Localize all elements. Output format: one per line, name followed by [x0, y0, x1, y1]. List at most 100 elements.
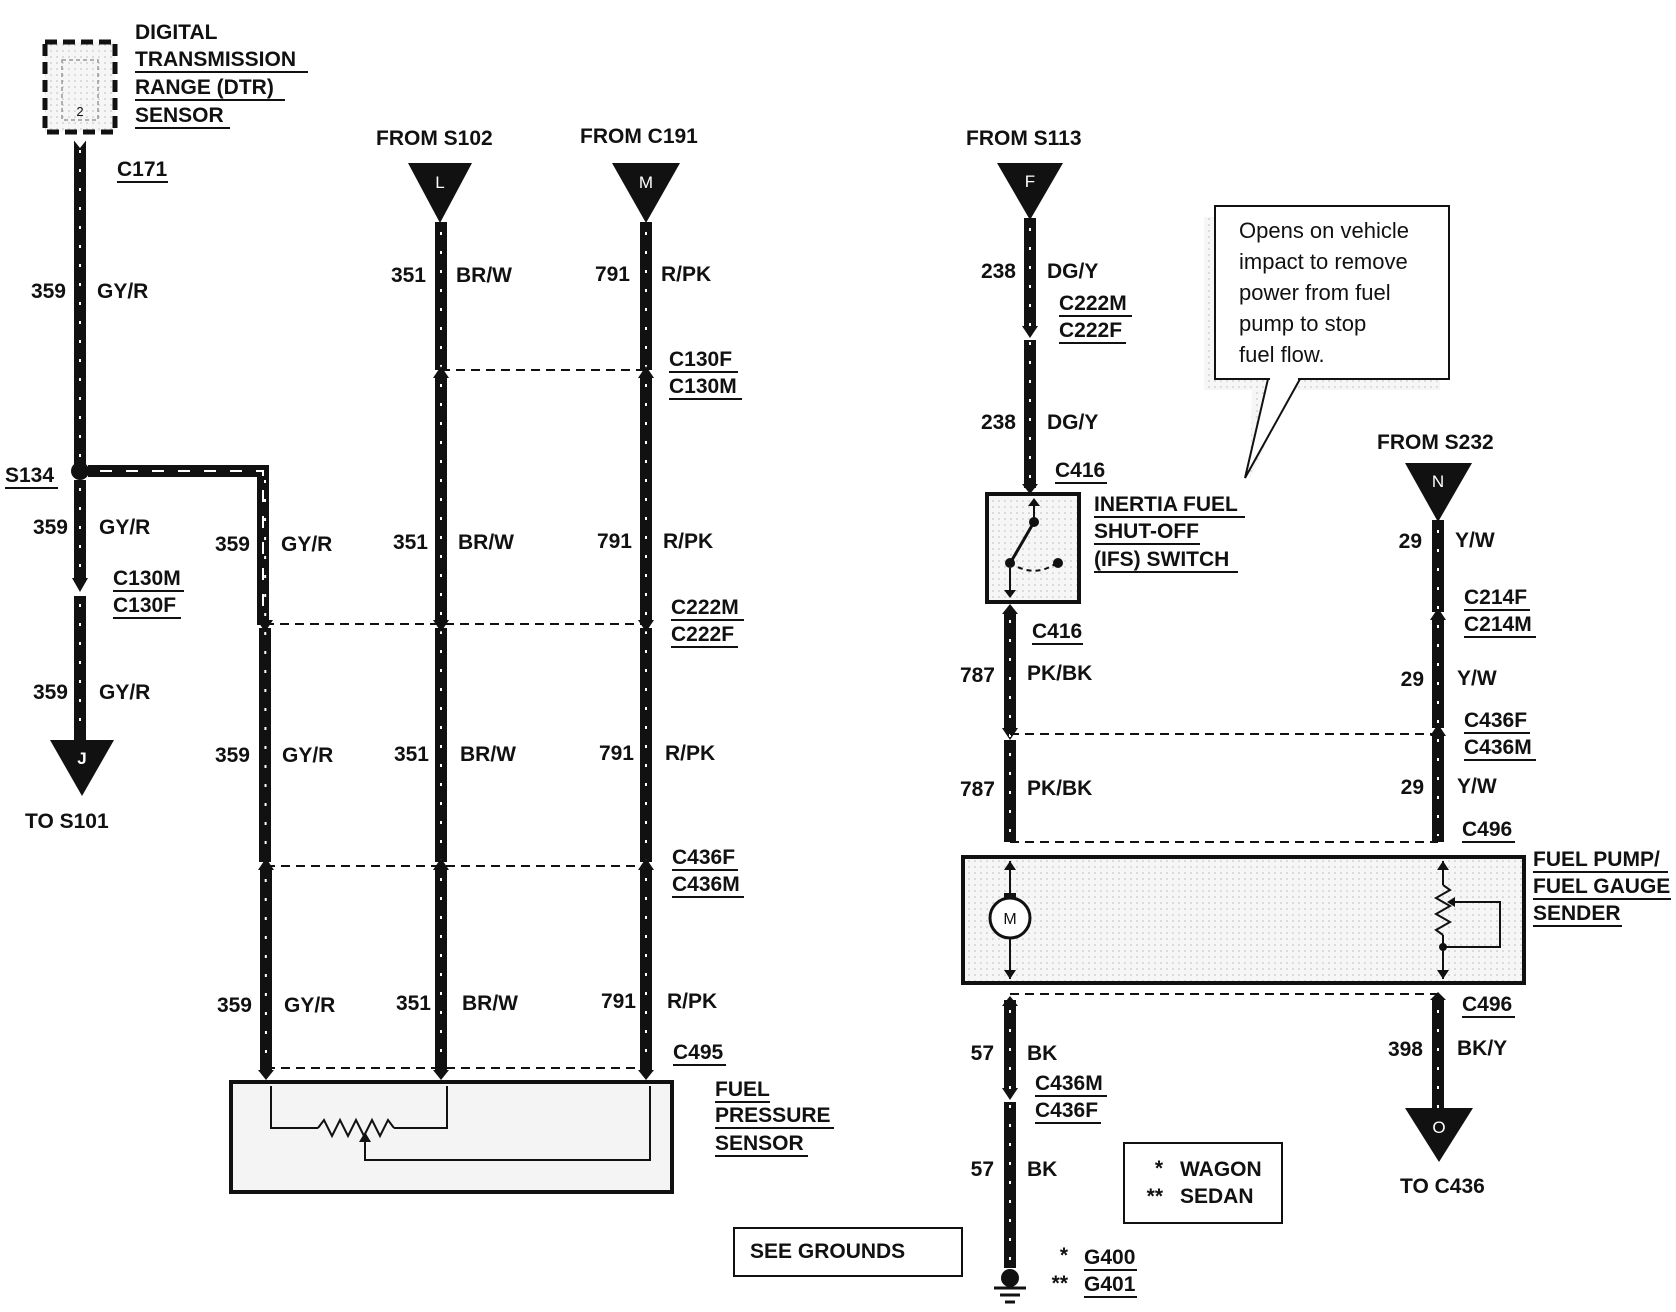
- from-s232-label: FROM S232: [1377, 431, 1494, 454]
- wire-dgy-label-1: DG/Y: [1047, 260, 1098, 283]
- wire-787-label-2: 787: [960, 778, 995, 801]
- circuit-359-down: [72, 480, 88, 740]
- ifs-label-line2: SHUT-OFF: [1094, 520, 1199, 543]
- connector-j-letter: J: [77, 749, 86, 768]
- to-s101-label: TO S101: [25, 810, 109, 833]
- ground-g401-star: **: [1052, 1272, 1069, 1295]
- wire-398-label: 398: [1388, 1038, 1423, 1061]
- pump-label-line2: FUEL GAUGE: [1533, 875, 1670, 898]
- ground-symbol: [994, 1269, 1026, 1304]
- c436f-label-c: C436F: [1035, 1099, 1098, 1122]
- fuel-pressure-sensor: [229, 1080, 674, 1194]
- wire-359-label-4: 359: [215, 533, 250, 556]
- wire-29-label-3: 29: [1401, 776, 1424, 799]
- see-grounds-label: SEE GROUNDS: [750, 1240, 905, 1263]
- wire-dgy-label-2: DG/Y: [1047, 411, 1098, 434]
- c214f-label: C214F: [1464, 586, 1527, 609]
- c436f-label-a: C436F: [672, 846, 735, 869]
- connector-m-arrow: [612, 163, 680, 223]
- wire-787-label-1: 787: [960, 664, 995, 687]
- wire-rpk-label-3: R/PK: [665, 742, 715, 765]
- fuel-pump-sender-label: FUEL PUMP/ FUEL GAUGE SENDER: [1533, 848, 1671, 927]
- connector-markers: [257, 366, 654, 1080]
- c130m-label-a: C130M: [113, 567, 181, 590]
- circuit-238: [1022, 218, 1038, 494]
- fuel-pressure-sensor-label: FUEL PRESSURE SENSOR: [715, 1078, 834, 1157]
- wire-brw-label-4: BR/W: [462, 992, 518, 1015]
- wire-359-label-6: 359: [217, 994, 252, 1017]
- from-c191-label: FROM C191: [580, 125, 698, 148]
- c130f-label-a: C130F: [113, 594, 176, 617]
- fuel-pump-sender: M: [961, 855, 1526, 985]
- wire-gyr-label-2: GY/R: [99, 516, 150, 539]
- circuit-359-sensor: [259, 479, 272, 1070]
- c436m-label-b: C436M: [1464, 736, 1532, 759]
- wire-gyr-label-5: GY/R: [282, 744, 333, 767]
- wire-yw-label-2: Y/W: [1457, 667, 1497, 690]
- wire-yw-label-1: Y/W: [1455, 529, 1495, 552]
- wire-brw-label-3: BR/W: [460, 743, 516, 766]
- circuit-787: [1002, 604, 1018, 842]
- wire-57-label-1: 57: [971, 1042, 994, 1065]
- connector-o-arrow: [1405, 1108, 1473, 1162]
- c222f-label-a: C222F: [671, 623, 734, 646]
- wire-359-label-1: 359: [31, 280, 66, 303]
- wire-351-label-1: 351: [391, 264, 426, 287]
- see-grounds-box[interactable]: SEE GROUNDS: [733, 1227, 963, 1277]
- c496-label-a: C496: [1462, 818, 1512, 841]
- dtr-pin-label: 2: [76, 104, 83, 119]
- wire-pkbk-label-1: PK/BK: [1027, 662, 1092, 685]
- wire-gyr-label-3: GY/R: [99, 681, 150, 704]
- wire-gyr-label-1: GY/R: [97, 280, 148, 303]
- callout-line2: impact to remove: [1239, 249, 1408, 274]
- connector-o-letter: O: [1432, 1118, 1445, 1137]
- wire-791-label-1: 791: [595, 263, 630, 286]
- ground-g400-label: G400: [1084, 1246, 1135, 1269]
- dtr-sensor: 2: [42, 39, 118, 135]
- to-c436-label: TO C436: [1400, 1175, 1485, 1198]
- c214m-label: C214M: [1464, 613, 1532, 636]
- legend-sedan: SEDAN: [1180, 1185, 1254, 1208]
- legend-star-sedan: **: [1147, 1185, 1164, 1208]
- wire-238-label-2: 238: [981, 411, 1016, 434]
- c416-label-a: C416: [1055, 459, 1105, 482]
- wire-yw-label-3: Y/W: [1457, 775, 1497, 798]
- ifs-switch-label: INERTIA FUEL SHUT-OFF (IFS) SWITCH: [1094, 493, 1245, 573]
- fps-label-line3: SENSOR: [715, 1132, 804, 1155]
- wire-bky-label: BK/Y: [1457, 1037, 1507, 1060]
- wire-238-label-1: 238: [981, 260, 1016, 283]
- dtr-label-line2: TRANSMISSION: [135, 48, 296, 71]
- legend-star-wagon: *: [1155, 1157, 1164, 1180]
- connector-l-letter: L: [435, 173, 444, 192]
- wire-791-label-3: 791: [599, 742, 634, 765]
- c495-label: C495: [673, 1041, 724, 1064]
- dtr-label-line1: DIGITAL: [135, 21, 218, 44]
- pump-label-line1: FUEL PUMP/: [1533, 848, 1660, 871]
- callout-line1: Opens on vehicle: [1239, 218, 1409, 243]
- legend-box: * WAGON ** SEDAN: [1123, 1142, 1283, 1224]
- splice-s134: [71, 462, 89, 480]
- dtr-label-line3: RANGE (DTR): [135, 76, 274, 99]
- connector-j-arrow: [50, 740, 114, 796]
- c222m-label-a: C222M: [671, 596, 739, 619]
- c171-label: C171: [117, 158, 168, 181]
- wire-791-label-4: 791: [601, 990, 636, 1013]
- fps-label-line2: PRESSURE: [715, 1104, 831, 1127]
- wire-359-label-3: 359: [33, 681, 68, 704]
- legend-wagon: WAGON: [1180, 1158, 1262, 1181]
- wire-359-label-5: 359: [215, 744, 250, 767]
- c436m-label-a: C436M: [672, 873, 740, 896]
- wire-351-label-4: 351: [396, 992, 431, 1015]
- connector-n-arrow: [1405, 463, 1472, 522]
- c436f-label-b: C436F: [1464, 709, 1527, 732]
- c496-label-b: C496: [1462, 993, 1512, 1016]
- wire-rpk-label-1: R/PK: [661, 263, 711, 286]
- wire-351-label-3: 351: [394, 743, 429, 766]
- ground-g400-star: *: [1060, 1244, 1069, 1267]
- circuit-398: [1430, 992, 1446, 1112]
- circuit-29: [1430, 520, 1446, 842]
- wire-brw-label-1: BR/W: [456, 264, 512, 287]
- from-s102-label: FROM S102: [376, 127, 493, 150]
- connector-l-arrow: [408, 163, 472, 223]
